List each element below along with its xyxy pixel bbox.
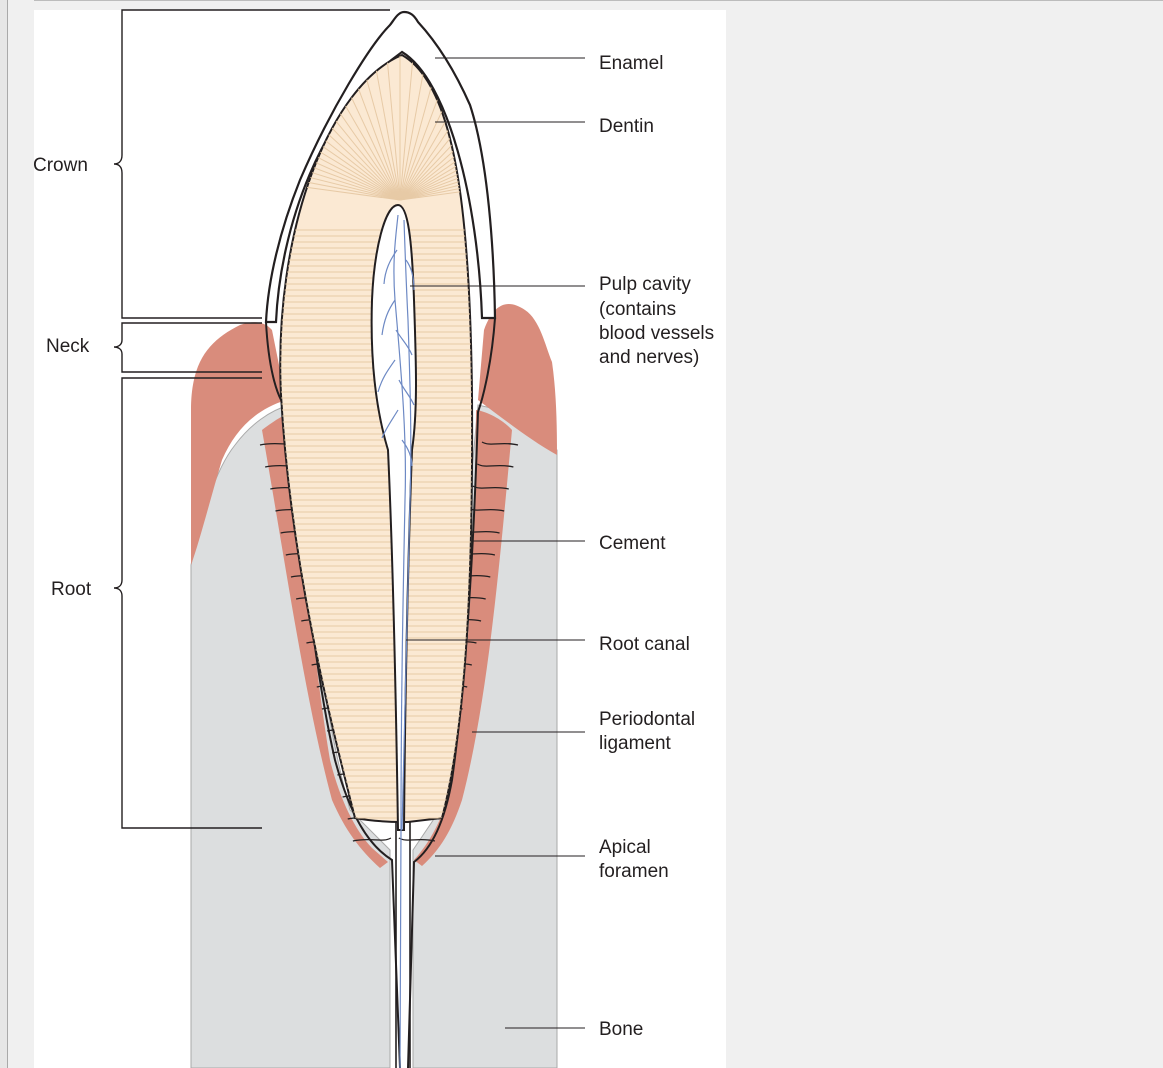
label-periodontal-2: ligament: [599, 733, 672, 754]
label-enamel: Enamel: [599, 53, 663, 74]
label-crown: Crown: [33, 155, 88, 176]
label-cement: Cement: [599, 533, 666, 554]
label-root-canal: Root canal: [599, 634, 690, 655]
label-pulp-cavity-3: blood vessels: [599, 323, 714, 344]
label-neck: Neck: [46, 336, 90, 357]
label-apical-foramen-1: Apical: [599, 837, 651, 858]
label-pulp-cavity-4: and nerves): [599, 347, 699, 368]
label-apical-foramen-2: foramen: [599, 861, 669, 882]
label-pulp-cavity-2: (contains: [599, 299, 676, 320]
label-root: Root: [51, 579, 92, 600]
label-periodontal-1: Periodontal: [599, 709, 695, 730]
label-pulp-cavity-1: Pulp cavity: [599, 274, 691, 295]
label-dentin: Dentin: [599, 116, 654, 137]
label-bone: Bone: [599, 1019, 643, 1040]
